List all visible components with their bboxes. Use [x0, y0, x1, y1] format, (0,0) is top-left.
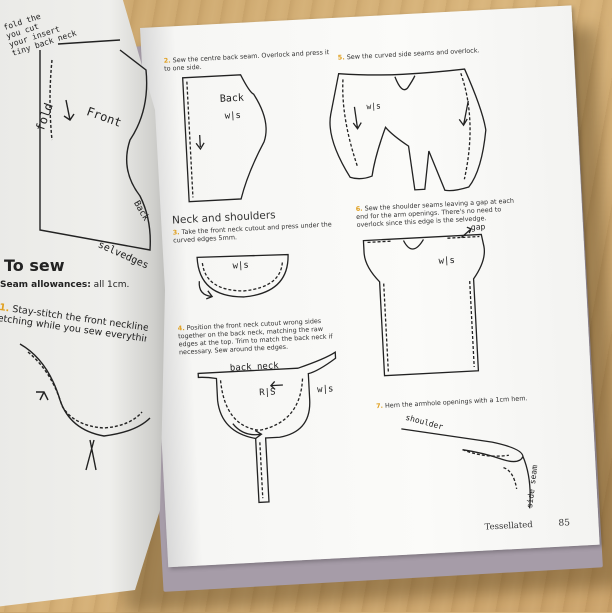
diagram-4-ws-label: w|s: [316, 384, 334, 396]
diagram-6-garment: [362, 233, 485, 377]
diagram-4-rs-label: R|S: [259, 387, 276, 399]
diagram-6-gap-label: gap: [470, 222, 486, 232]
diagram-5-garment: [329, 68, 487, 192]
diagram-6-ws-label: w|s: [438, 255, 456, 267]
seam-allowances-value: all 1cm.: [93, 280, 130, 290]
diagram-3-ws-label: w|s: [232, 260, 250, 272]
seam-allowances-label: Seam allowances:: [0, 280, 91, 290]
step-7-number: 7.: [375, 401, 384, 411]
diagram-5-ws-label: w|s: [366, 101, 382, 112]
seam-allowances-line: Seam allowances: all 1cm.: [0, 280, 129, 290]
right-page: 2. Sew the centre back seam. Overlock an…: [140, 5, 600, 568]
page-number: 85: [558, 518, 571, 529]
diagram-7-armhole: [401, 428, 531, 509]
to-sew-heading: To sew: [4, 256, 65, 275]
diagram-2-back-piece: [181, 74, 267, 203]
diagram-2-back-label: Back: [219, 92, 245, 105]
pattern-diagrams: [181, 68, 531, 509]
diagram-4-back-neck: [197, 351, 337, 504]
diagram-3-neck-cutout: [196, 253, 289, 298]
diagram-2-ws-label: w|s: [224, 110, 242, 122]
step-5-number: 5.: [337, 53, 345, 62]
